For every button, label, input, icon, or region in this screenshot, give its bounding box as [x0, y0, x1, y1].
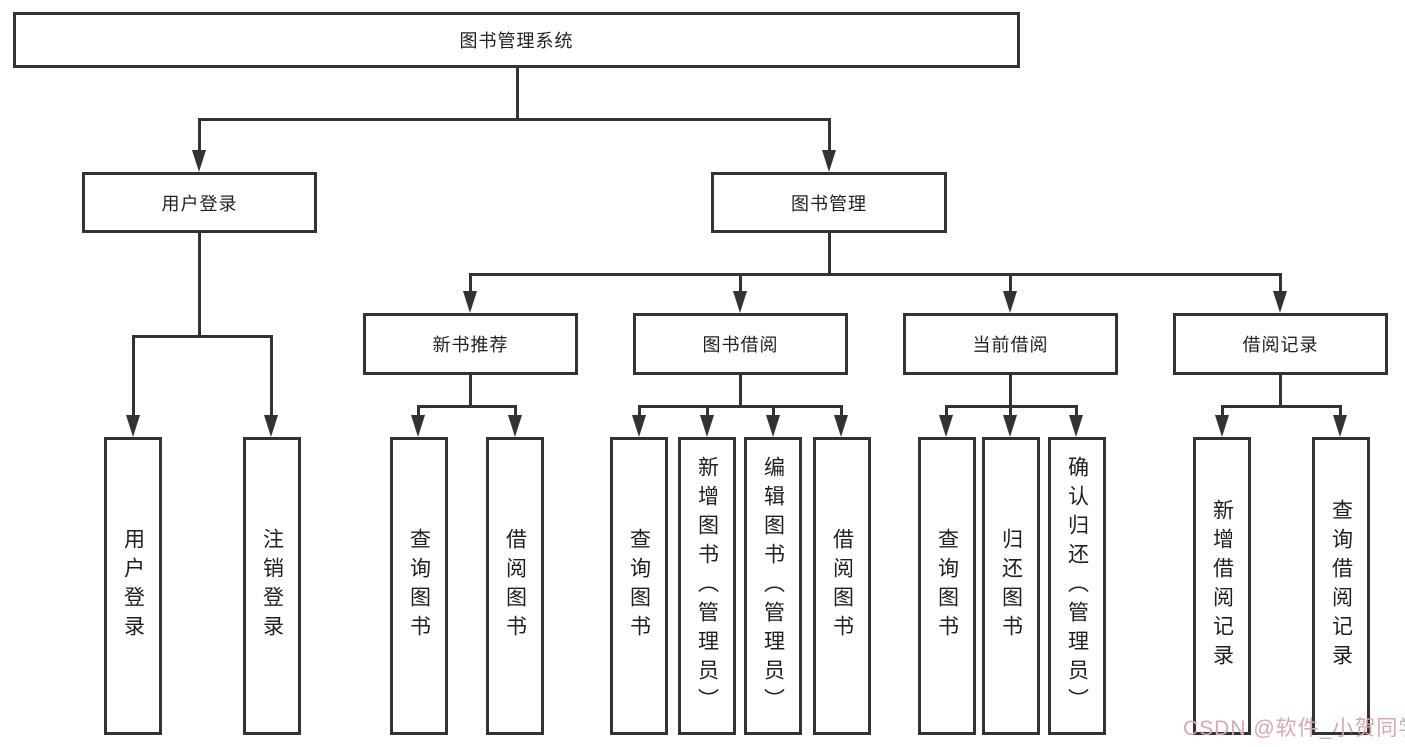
connector-line — [469, 273, 472, 293]
leaf-label: 查询图书 — [935, 528, 959, 644]
connector-line — [772, 405, 775, 417]
arrowhead-icon — [1333, 415, 1347, 437]
connector-line — [469, 375, 472, 408]
arrowhead-icon — [508, 415, 522, 437]
connector-line — [1075, 405, 1078, 417]
connector-line — [516, 68, 519, 119]
connector-line — [1279, 273, 1282, 293]
csdn-watermark: CSDN @软件_小贺同学 — [1183, 717, 1405, 740]
connector-line — [1009, 375, 1012, 408]
node-edit-books-admin: 编辑图书（管理员） — [744, 437, 802, 735]
leaf-label: 用户登录 — [121, 528, 145, 644]
connector-line — [198, 233, 201, 338]
leaf-label: 借阅图书 — [830, 528, 854, 644]
connector-line — [1279, 375, 1282, 408]
node-user-login-leaf: 用户登录 — [104, 437, 162, 735]
connector-line — [198, 118, 201, 152]
node-query-books-2: 查询图书 — [610, 437, 668, 735]
connector-line — [270, 335, 273, 417]
arrowhead-icon — [264, 415, 278, 437]
connector-line — [828, 233, 831, 275]
leaf-label: 查询借阅记录 — [1329, 499, 1353, 673]
arrowhead-icon — [766, 415, 780, 437]
node-logout-leaf: 注销登录 — [243, 437, 301, 735]
connector-line — [417, 405, 420, 417]
node-user-login: 用户登录 — [82, 172, 317, 233]
node-add-borrow-record: 新增借阅记录 — [1193, 437, 1251, 735]
connector-line — [840, 405, 843, 417]
leaf-label: 归还图书 — [999, 528, 1023, 644]
node-query-books-3: 查询图书 — [918, 437, 976, 735]
node-book-management: 图书管理 — [711, 172, 947, 233]
leaf-label: 编辑图书（管理员） — [761, 455, 785, 717]
connector-line — [638, 405, 641, 417]
connector-line — [417, 405, 517, 408]
arrowhead-icon — [192, 150, 206, 172]
node-return-books: 归还图书 — [982, 437, 1040, 735]
connector-line — [132, 335, 135, 417]
arrowhead-icon — [939, 415, 953, 437]
arrowhead-icon — [1003, 415, 1017, 437]
arrowhead-icon — [834, 415, 848, 437]
connector-line — [1339, 405, 1342, 417]
arrowhead-icon — [822, 150, 836, 172]
connector-line — [1009, 405, 1012, 417]
leaf-label: 注销登录 — [260, 528, 284, 644]
node-confirm-return-admin: 确认归还（管理员） — [1048, 437, 1106, 735]
arrowhead-icon — [1215, 415, 1229, 437]
arrowhead-icon — [1069, 415, 1083, 437]
connector-line — [828, 118, 831, 152]
leaf-label: 新增借阅记录 — [1210, 499, 1234, 673]
node-current-borrow: 当前借阅 — [903, 313, 1118, 375]
arrowhead-icon — [411, 415, 425, 437]
connector-line — [706, 405, 709, 417]
connector-line — [1009, 273, 1012, 293]
node-library-management-system: 图书管理系统 — [13, 12, 1020, 68]
connector-line — [198, 118, 830, 121]
connector-line — [514, 405, 517, 417]
node-query-books-1: 查询图书 — [390, 437, 448, 735]
node-new-book-recommend: 新书推荐 — [363, 313, 578, 375]
node-borrow-books-1: 借阅图书 — [486, 437, 544, 735]
connector-line — [638, 405, 843, 408]
arrowhead-icon — [632, 415, 646, 437]
leaf-label: 借阅图书 — [503, 528, 527, 644]
arrowhead-icon — [1003, 291, 1017, 313]
connector-line — [739, 375, 742, 408]
node-borrow-record: 借阅记录 — [1173, 313, 1388, 375]
node-book-borrow: 图书借阅 — [633, 313, 848, 375]
leaf-label: 新增图书（管理员） — [695, 455, 719, 717]
connector-line — [1221, 405, 1224, 417]
connector-line — [1221, 405, 1341, 408]
connector-line — [739, 273, 742, 293]
leaf-label: 查询图书 — [627, 528, 651, 644]
node-borrow-books-2: 借阅图书 — [813, 437, 871, 735]
arrowhead-icon — [733, 291, 747, 313]
node-query-borrow-record: 查询借阅记录 — [1312, 437, 1370, 735]
connector-line — [132, 335, 273, 338]
connector-line — [469, 273, 1281, 276]
leaf-label: 确认归还（管理员） — [1065, 455, 1089, 717]
arrowhead-icon — [1273, 291, 1287, 313]
connector-line — [945, 405, 948, 417]
arrowhead-icon — [126, 415, 140, 437]
leaf-label: 查询图书 — [407, 528, 431, 644]
arrowhead-icon — [463, 291, 477, 313]
node-add-books-admin: 新增图书（管理员） — [678, 437, 736, 735]
arrowhead-icon — [700, 415, 714, 437]
